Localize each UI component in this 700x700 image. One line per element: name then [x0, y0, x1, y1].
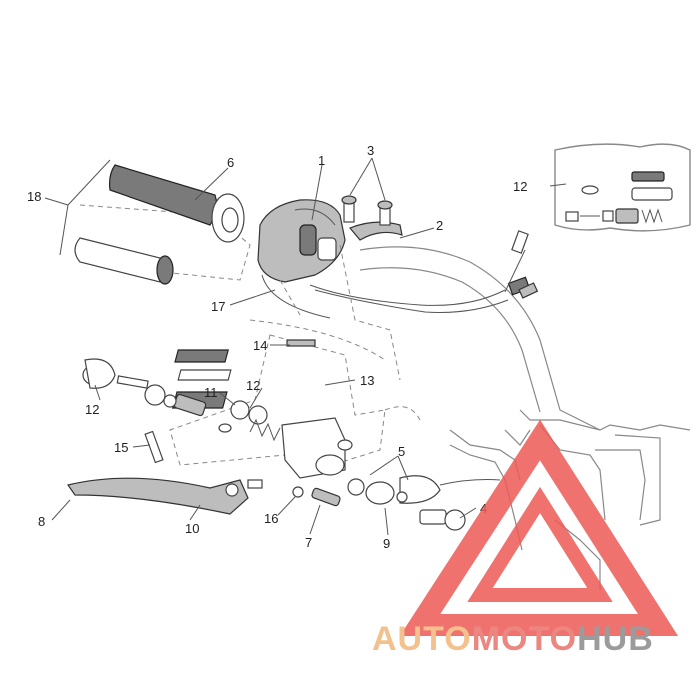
push-rod [116, 375, 149, 389]
callout-6: 6 [227, 155, 234, 170]
inset-diaphragm [631, 187, 673, 201]
reservoir-plate [177, 369, 232, 381]
callout-2: 2 [436, 218, 443, 233]
callout-12-lower: 12 [85, 402, 99, 417]
inset-piston-cup [565, 211, 579, 222]
handlebar-frame [359, 246, 691, 590]
watermark-text: AUTOMOTOHUB [372, 620, 654, 658]
brake-lever [67, 477, 249, 515]
hose-fittings [347, 475, 501, 531]
inset-cap [631, 171, 665, 182]
callout-8: 8 [38, 514, 45, 529]
circlip [144, 384, 166, 406]
watermark-moto: MOTO [472, 620, 577, 658]
watermark-triangle-inner [467, 486, 613, 602]
banjo-bolt [419, 509, 447, 525]
callout-10: 10 [185, 521, 199, 536]
grip-assembly [74, 164, 251, 285]
return-spring [249, 418, 281, 442]
clamp-and-screws [341, 195, 403, 241]
watermark-auto: AUTO [372, 620, 472, 658]
callout-1: 1 [318, 153, 325, 168]
inset-seal [602, 210, 614, 222]
seal-12 [230, 400, 250, 420]
watermark-triangle-outer [399, 419, 679, 636]
callout-3: 3 [367, 143, 374, 158]
master-cylinder-group [67, 244, 421, 515]
callout-12-inset: 12 [513, 179, 527, 194]
callout-18: 18 [27, 189, 41, 204]
washer [292, 486, 304, 498]
switch-cable [261, 230, 539, 319]
callout-12-upper: 12 [246, 378, 260, 393]
reservoir-cap [174, 349, 229, 363]
pivot-screw [144, 430, 164, 464]
callout-15: 15 [114, 440, 128, 455]
reservoir-screw [286, 339, 316, 347]
throttle-tube [74, 237, 166, 283]
brake-switch [311, 487, 341, 507]
watermark-hub: HUB [577, 620, 654, 658]
callout-9: 9 [383, 536, 390, 551]
callout-17: 17 [211, 299, 225, 314]
leader-lines [44, 157, 567, 536]
inset-piston [615, 208, 639, 224]
callout-11: 11 [204, 385, 218, 400]
callout-7: 7 [305, 535, 312, 550]
inset-panel [554, 143, 691, 232]
callout-16: 16 [264, 511, 278, 526]
callout-5: 5 [398, 444, 405, 459]
banjo-fitting [365, 481, 395, 505]
callout-14: 14 [253, 338, 267, 353]
callouts: 1 2 3 4 5 6 7 8 9 10 11 12 12 12 13 14 1… [27, 143, 527, 551]
inset-gasket [581, 185, 599, 195]
watermark-logo: AUTOMOTOHUB [372, 419, 679, 658]
inset-spring [641, 208, 663, 224]
callout-13: 13 [360, 373, 374, 388]
upper-clamp [349, 221, 403, 241]
hose-washer [347, 478, 365, 496]
switch-housing [257, 199, 346, 283]
